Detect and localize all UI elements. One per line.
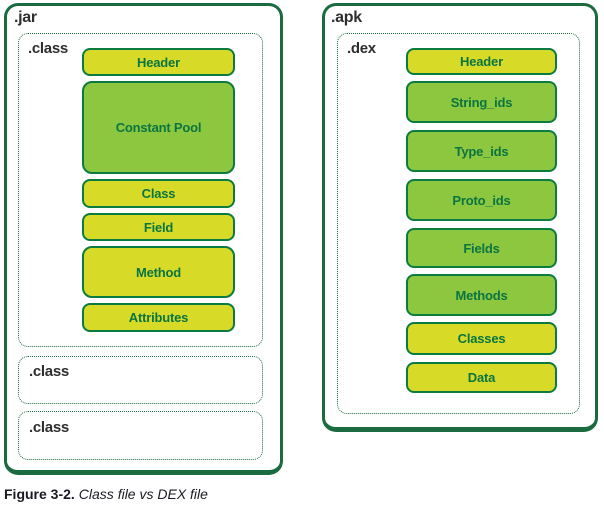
dex-section-header: Header — [406, 48, 557, 75]
dex-section-string-ids: String_ids — [406, 81, 557, 123]
class-section-header: Header — [82, 48, 235, 76]
class-section-method: Method — [82, 246, 235, 298]
class-section-field: Field — [82, 213, 235, 241]
dex-section-methods: Methods — [406, 274, 557, 316]
class-section-attributes: Attributes — [82, 303, 235, 332]
dex-section-fields: Fields — [406, 228, 557, 268]
class-section-constant-pool: Constant Pool — [82, 81, 235, 174]
dex-section-data: Data — [406, 362, 557, 393]
dex-section-proto-ids: Proto_ids — [406, 179, 557, 221]
jar-label: .jar — [14, 9, 37, 26]
apk-label: .apk — [331, 9, 362, 26]
class-container-placeholder-1 — [18, 356, 263, 404]
class-container-placeholder-2 — [18, 411, 263, 460]
figure-caption-text: Class file vs DEX file — [78, 486, 208, 502]
class-placeholder-1-label: .class — [29, 363, 69, 380]
class-placeholder-2-label: .class — [29, 419, 69, 436]
class-main-label: .class — [28, 40, 68, 57]
dex-section-classes: Classes — [406, 322, 557, 355]
class-section-class: Class — [82, 179, 235, 208]
dex-section-type-ids: Type_ids — [406, 130, 557, 172]
dex-label: .dex — [347, 40, 376, 57]
figure-caption: Figure 3-2.Class file vs DEX file — [4, 486, 208, 502]
figure-caption-number: Figure 3-2. — [4, 486, 75, 502]
